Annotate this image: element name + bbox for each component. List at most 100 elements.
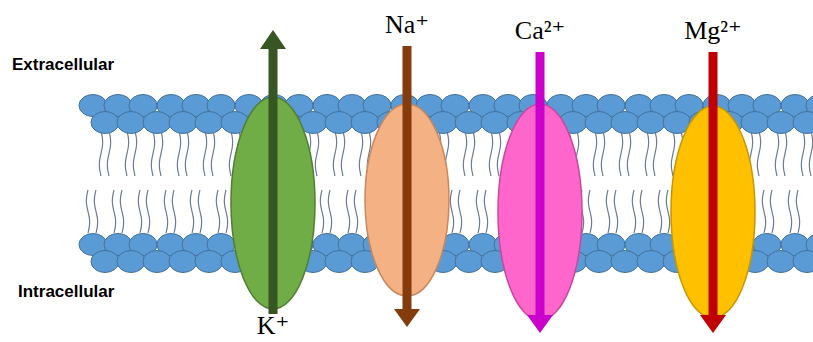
ion-label: K⁺ xyxy=(257,313,290,339)
lipid-tail xyxy=(107,131,110,176)
calcium-arrow-head xyxy=(527,315,553,333)
lipid-head xyxy=(481,112,509,134)
lipid-tail xyxy=(216,190,219,233)
lipid-head xyxy=(611,251,639,273)
lipid-tail xyxy=(801,131,804,176)
lipid-tail xyxy=(224,190,227,233)
lipid-head xyxy=(637,251,665,273)
calcium-arrow-shaft xyxy=(536,52,545,318)
lipid-head xyxy=(585,251,613,273)
lipid-tail xyxy=(476,190,479,233)
ion-channels xyxy=(231,97,755,320)
region-label: Extracellular xyxy=(12,56,114,73)
lipid-tail xyxy=(333,131,336,176)
lipid-head xyxy=(793,251,813,273)
lipid-tail xyxy=(489,131,492,176)
lipid-head xyxy=(637,112,665,134)
lipid-tail xyxy=(203,131,206,176)
lipid-tail xyxy=(614,190,617,233)
lipid-tail xyxy=(788,190,791,233)
lipid-head xyxy=(325,251,353,273)
lipid-tail xyxy=(770,190,773,233)
magnesium-arrow-shaft xyxy=(709,52,718,318)
lipid-tail xyxy=(125,131,128,176)
lipid-tail xyxy=(619,131,622,176)
lipid-tail xyxy=(198,190,201,233)
lipid-head xyxy=(143,251,171,273)
lipid-tail xyxy=(346,190,349,233)
lipid-head xyxy=(585,112,613,134)
lipid-tail xyxy=(190,190,193,233)
lipid-tail xyxy=(775,131,778,176)
ion-label: Ca²⁺ xyxy=(515,18,565,44)
lipid-tail xyxy=(484,190,487,233)
lipid-tail xyxy=(138,190,141,233)
lipid-tail xyxy=(471,131,474,176)
ion-label: Mg²⁺ xyxy=(684,18,742,44)
magnesium-arrow-head xyxy=(700,315,726,333)
lipid-tail xyxy=(450,190,453,233)
lipid-tail xyxy=(593,131,596,176)
lipid-tail xyxy=(185,131,188,176)
lipid-tail xyxy=(341,131,344,176)
lipid-head xyxy=(143,112,171,134)
lipid-tail xyxy=(796,190,799,233)
potassium-arrow-head xyxy=(260,30,286,49)
lipid-tail xyxy=(177,131,180,176)
lipid-tail xyxy=(632,190,635,233)
ion-flow-arrows xyxy=(260,30,726,333)
lipid-head xyxy=(169,251,197,273)
lipid-head xyxy=(455,112,483,134)
lipid-tail xyxy=(328,190,331,233)
lipid-tail xyxy=(645,131,648,176)
lipid-head xyxy=(351,112,379,134)
lipid-tail xyxy=(640,190,643,233)
potassium-arrow-shaft xyxy=(269,46,278,314)
sodium-arrow-head xyxy=(394,309,420,327)
lipid-tail xyxy=(354,190,357,233)
ion-label: Na⁺ xyxy=(385,12,429,38)
lipid-tail xyxy=(164,190,167,233)
lipid-head xyxy=(91,251,119,273)
lipid-tail xyxy=(159,131,162,176)
lipid-tail xyxy=(229,131,232,176)
sodium-arrow-shaft xyxy=(403,46,412,312)
lipid-head xyxy=(117,251,145,273)
lipid-tail xyxy=(588,190,591,233)
lipid-head xyxy=(169,112,197,134)
lipid-tail xyxy=(315,131,318,176)
lipid-head xyxy=(767,251,795,273)
lipid-tail xyxy=(601,131,604,176)
lipid-tail xyxy=(359,131,362,176)
lipid-tail xyxy=(112,190,115,233)
lipid-head xyxy=(611,112,639,134)
lipid-tail xyxy=(458,190,461,233)
lipid-head xyxy=(741,112,769,134)
lipid-tail xyxy=(172,190,175,233)
lipid-head xyxy=(793,112,813,134)
lipid-tail xyxy=(86,190,89,233)
lipid-tail xyxy=(463,131,466,176)
lipid-head xyxy=(117,112,145,134)
lipid-tail xyxy=(809,131,812,176)
lipid-tail xyxy=(666,190,669,233)
lipid-tail xyxy=(146,190,149,233)
lipid-tail xyxy=(653,131,656,176)
lipid-tail xyxy=(211,131,214,176)
lipid-head xyxy=(455,251,483,273)
lipid-head xyxy=(91,112,119,134)
lipid-head xyxy=(195,112,223,134)
lipid-tail xyxy=(762,190,765,233)
lipid-tail xyxy=(627,131,630,176)
lipid-tail xyxy=(99,131,102,176)
lipid-tail xyxy=(606,190,609,233)
lipid-tail xyxy=(94,190,97,233)
lipid-tail xyxy=(757,131,760,176)
lipid-tail xyxy=(133,131,136,176)
lipid-tail xyxy=(320,190,323,233)
lipid-tail xyxy=(120,190,123,233)
lipid-head xyxy=(767,112,795,134)
lipid-head xyxy=(195,251,223,273)
lipid-tail xyxy=(658,190,661,233)
